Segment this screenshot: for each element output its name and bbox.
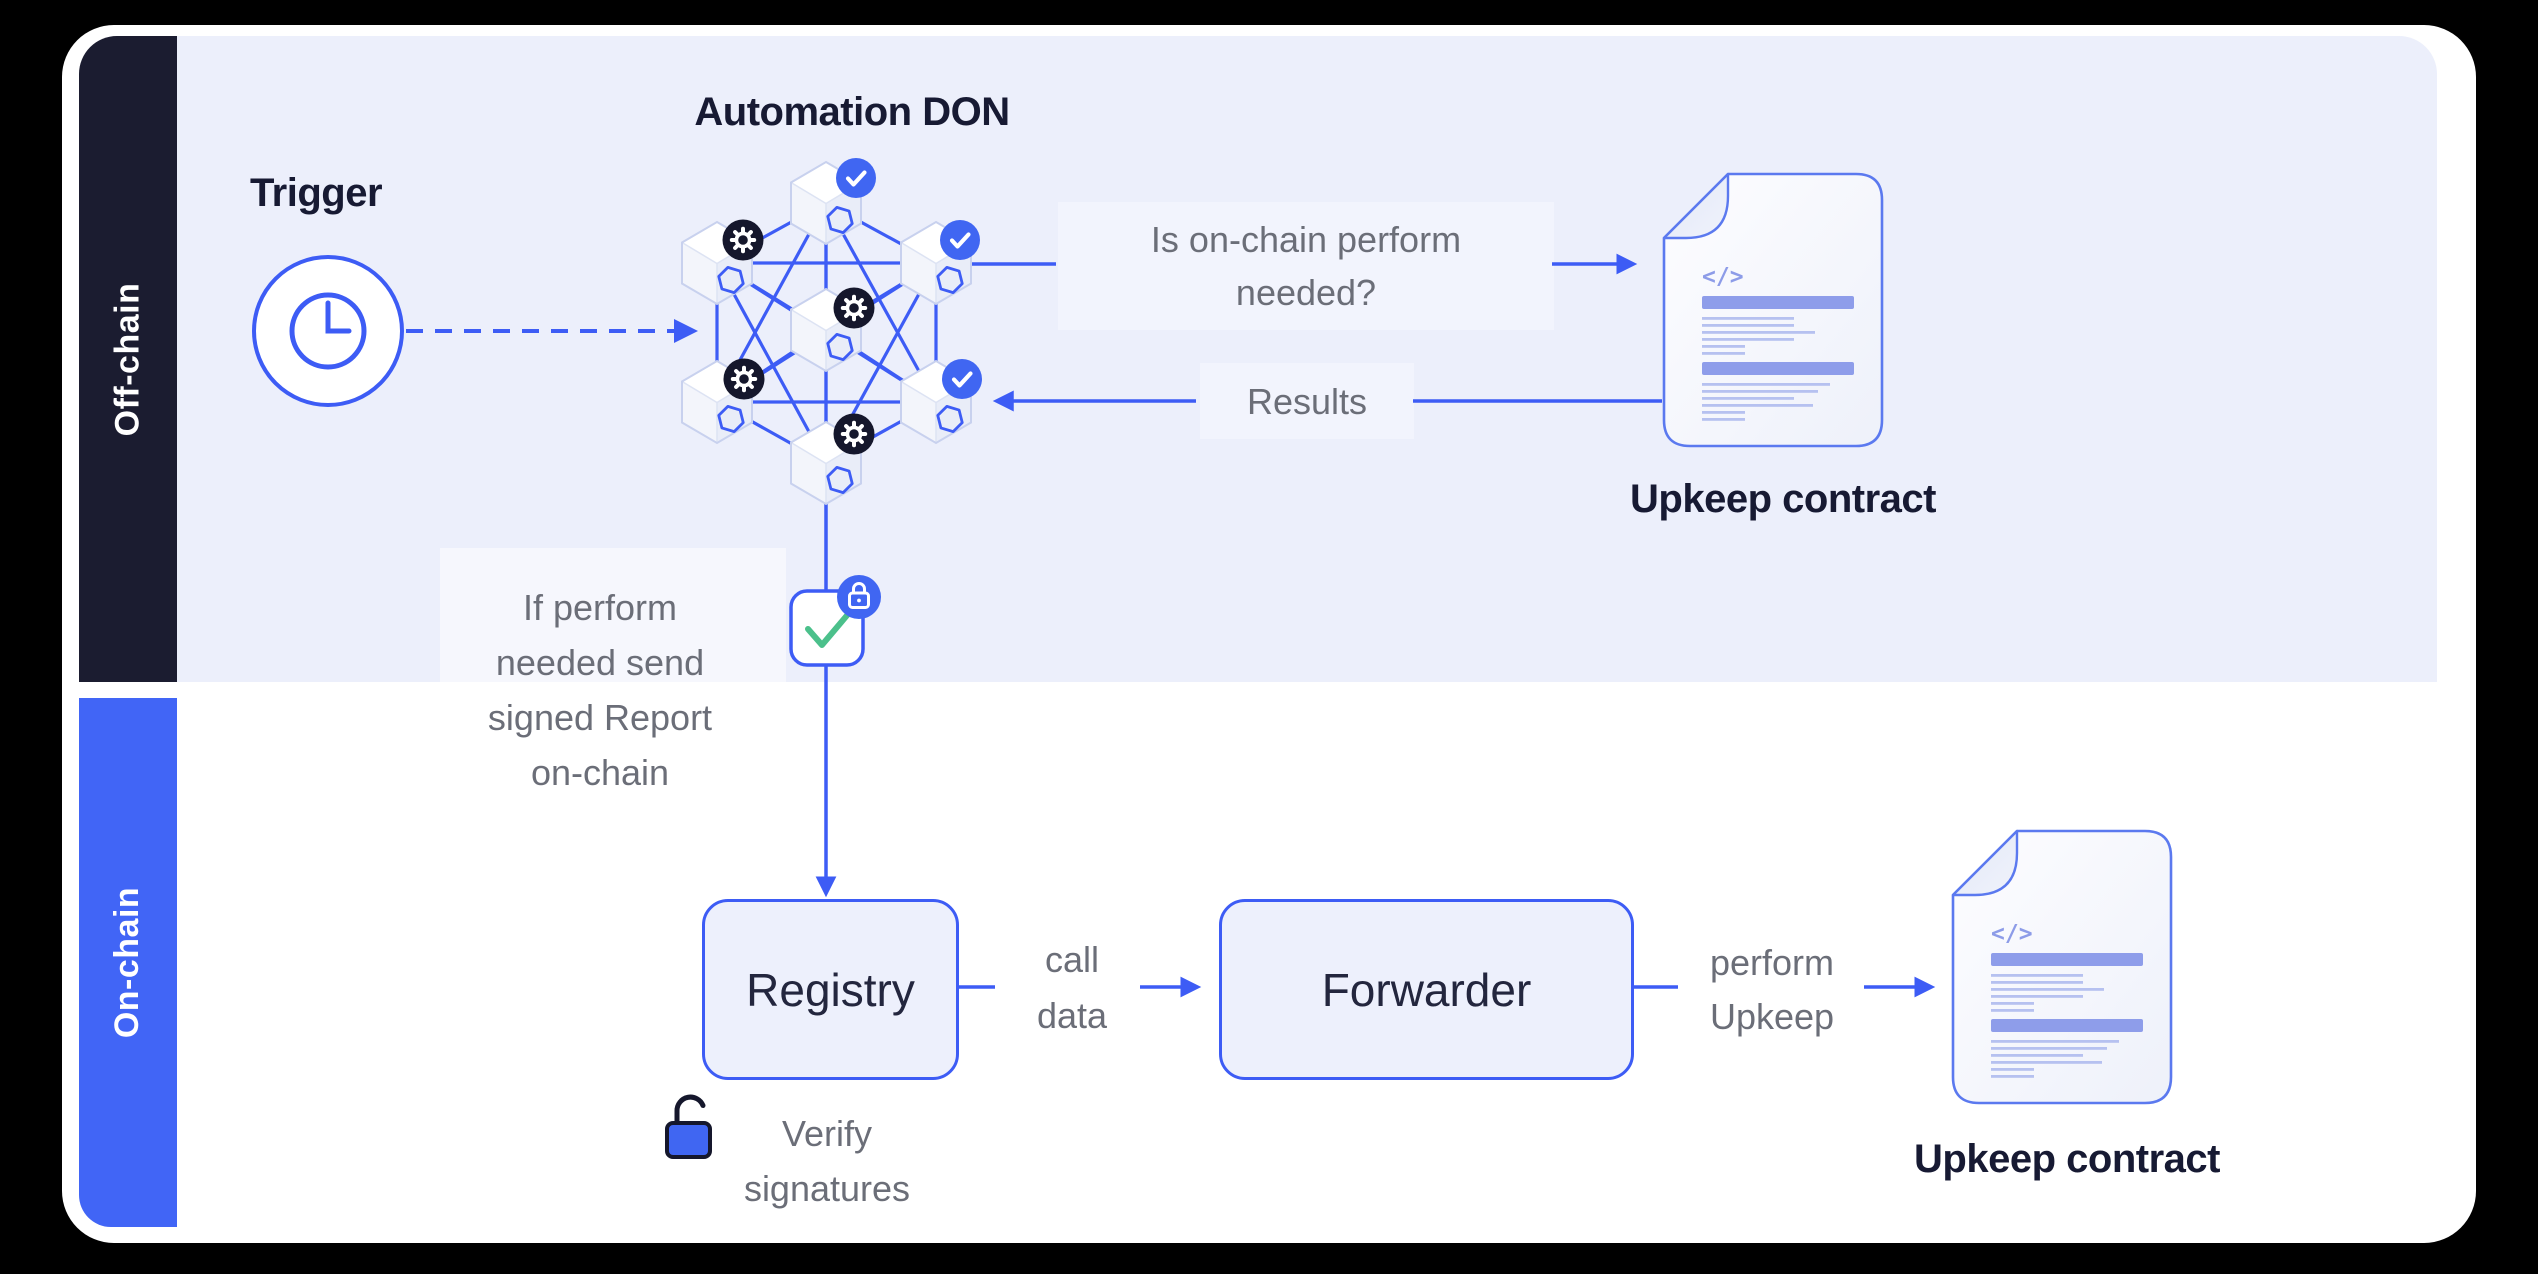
call-data-label: call data	[1036, 939, 1108, 1036]
forwarder-label: Forwarder	[1321, 963, 1532, 1016]
onchain-section-bar: On-chain	[79, 698, 177, 1227]
registry-label: Registry	[746, 963, 915, 1016]
forwarder-box: Forwarder	[1219, 899, 1634, 1080]
offchain-section-label: Off-chain	[108, 282, 147, 436]
question-line-1: Is on-chain perform	[1150, 219, 1462, 260]
trigger-label: Trigger	[249, 171, 383, 215]
offchain-section-bar: Off-chain	[79, 36, 177, 682]
results-label: Results	[1246, 380, 1368, 422]
perform-upkeep-label: perform Upkeep	[1709, 942, 1835, 1037]
automation-don-label: Automation DON	[694, 90, 1010, 134]
report-note-highlight	[440, 548, 786, 682]
registry-box: Registry	[702, 899, 959, 1080]
onchain-section-label: On-chain	[108, 886, 147, 1039]
upkeep-contract-label-top: Upkeep contract	[1630, 477, 1936, 521]
verify-signatures-label: Verify signatures	[743, 1113, 911, 1209]
question-text-box: Is on-chain perform needed?	[1058, 202, 1554, 330]
upkeep-contract-label-bottom: Upkeep contract	[1914, 1137, 2220, 1181]
results-text-box: Results	[1200, 363, 1414, 439]
report-note: If perform needed send signed Report on-…	[487, 587, 713, 793]
question-line-2: needed?	[1235, 272, 1377, 313]
